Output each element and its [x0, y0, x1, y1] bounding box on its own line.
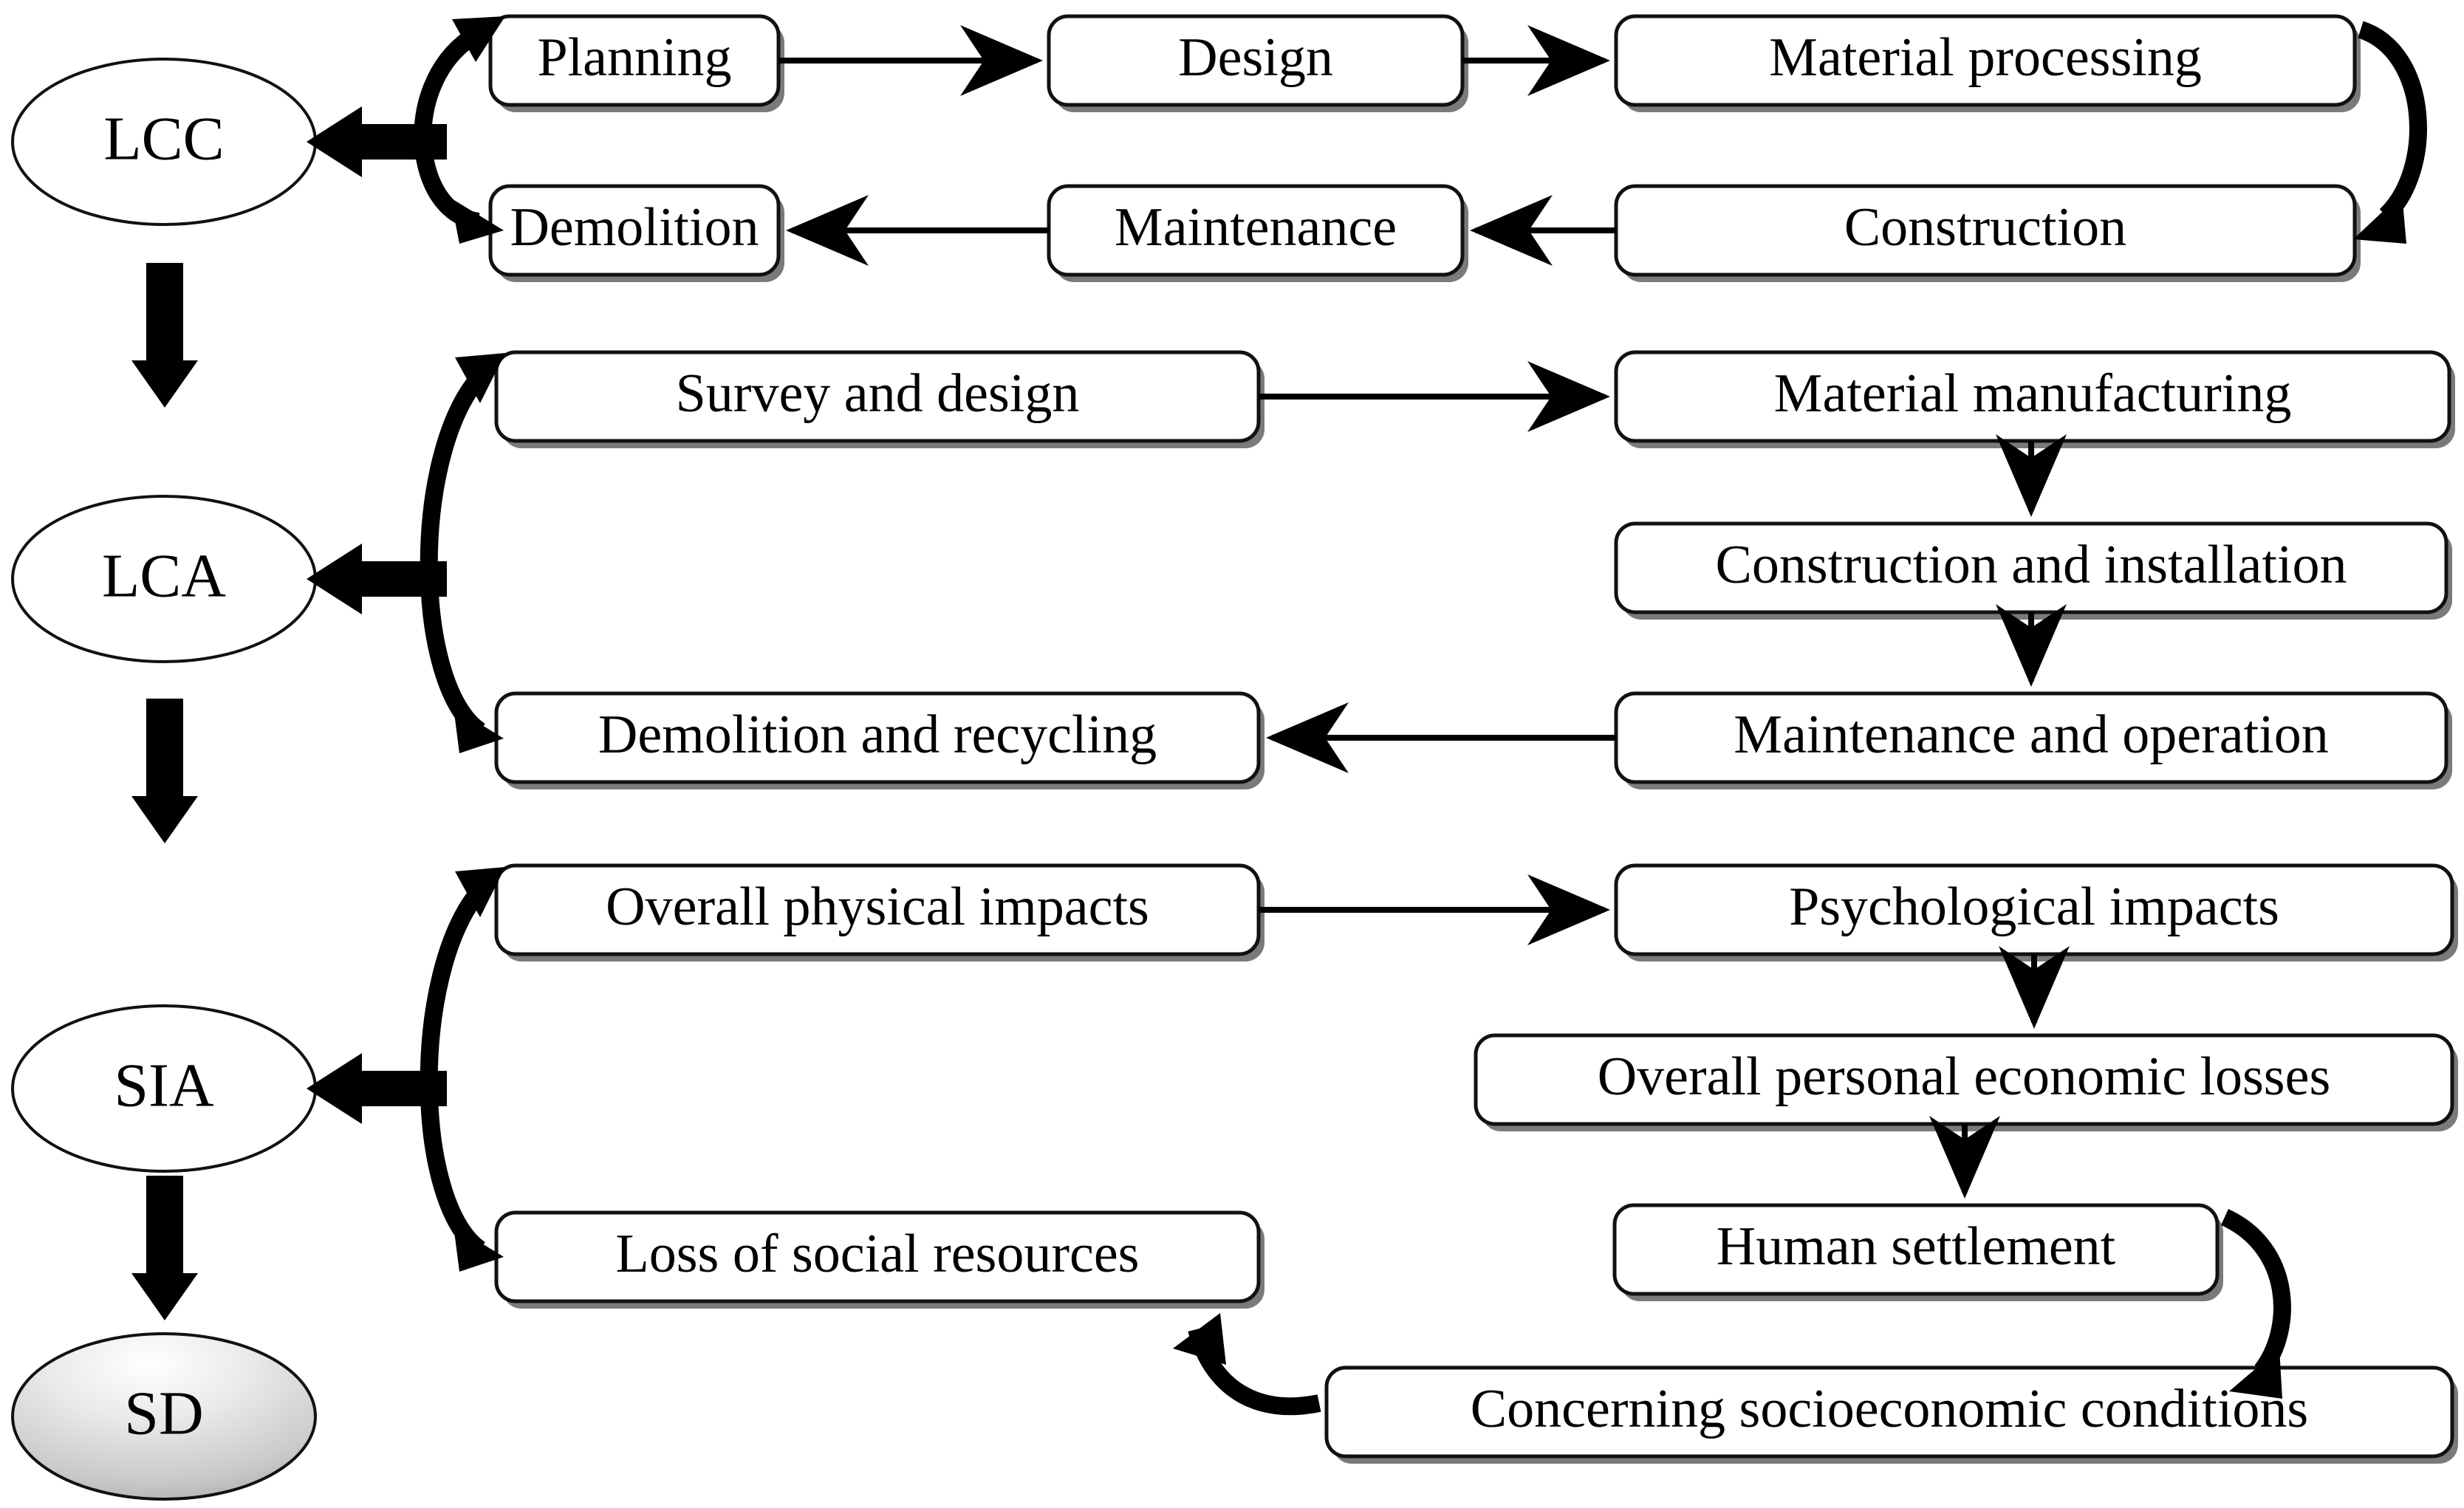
- arrow-material-processing-to-construction: [2353, 21, 2427, 244]
- construction-installation-label: Construction and installation: [1715, 535, 2347, 595]
- node-demolition[interactable]: Demolition: [488, 184, 784, 282]
- arrow-sia-to-sd: [131, 1176, 198, 1320]
- arrow-lca-to-sia: [131, 699, 198, 843]
- arrow-human-settlement-to-concerning: [2220, 1209, 2291, 1399]
- node-sd[interactable]: SD: [11, 1332, 317, 1501]
- human-settlement-label: Human settlement: [1717, 1216, 2116, 1277]
- node-material-processing[interactable]: Material processing: [1614, 14, 2361, 112]
- node-construction-and-installation[interactable]: Construction and installation: [1614, 521, 2452, 620]
- node-material-manufacturing[interactable]: Material manufacturing: [1614, 350, 2455, 448]
- planning-label: Planning: [537, 27, 731, 88]
- arrow-lcc-to-lca: [131, 263, 198, 408]
- node-demolition-and-recycling[interactable]: Demolition and recycling: [494, 691, 1264, 789]
- node-human-settlement[interactable]: Human settlement: [1612, 1203, 2223, 1301]
- node-maintenance-and-operation[interactable]: Maintenance and operation: [1614, 691, 2452, 789]
- arrow-loop-to-sia: [307, 1053, 447, 1124]
- maintenance-operation-label: Maintenance and operation: [1734, 705, 2328, 765]
- material-manufacturing-label: Material manufacturing: [1774, 363, 2292, 424]
- material-processing-box: [1614, 14, 2357, 107]
- arrow-sia-loop: [420, 867, 505, 1272]
- concerning-socioeconomic-box: [1324, 1365, 2454, 1459]
- demolition-recycling-label: Demolition and recycling: [598, 705, 1157, 765]
- sd-oval-label: SD: [124, 1379, 203, 1447]
- node-lca[interactable]: LCA: [11, 495, 317, 663]
- lcc-oval-label: LCC: [103, 104, 224, 173]
- overall-personal-economic-losses-label: Overall personal economic losses: [1598, 1046, 2331, 1107]
- loss-of-social-resources-label: Loss of social resources: [616, 1224, 1140, 1284]
- node-overall-physical-impacts[interactable]: Overall physical impacts: [494, 863, 1264, 962]
- node-sia[interactable]: SIA: [11, 1004, 317, 1173]
- node-planning[interactable]: Planning: [488, 14, 784, 112]
- sd-oval-shape: [11, 1332, 317, 1501]
- sia-oval-label: SIA: [114, 1051, 214, 1120]
- lca-oval-label: LCA: [102, 541, 226, 610]
- material-processing-label: Material processing: [1769, 27, 2202, 88]
- arrow-lca-loop: [420, 353, 505, 753]
- node-loss-of-social-resources[interactable]: Loss of social resources: [494, 1210, 1264, 1309]
- concerning-socioeconomic-label: Concerning socioeconomic conditions: [1471, 1379, 2308, 1439]
- survey-label: Survey and design: [676, 363, 1080, 424]
- construction-label: Construction: [1844, 197, 2126, 258]
- demolition-label: Demolition: [510, 197, 759, 258]
- design-label: Design: [1178, 27, 1333, 88]
- node-concerning-socioeconomic-conditions[interactable]: Concerning socioeconomic conditions: [1324, 1365, 2458, 1464]
- node-psychological-impacts[interactable]: Psychological impacts: [1614, 863, 2458, 962]
- node-design[interactable]: Design: [1047, 14, 1468, 112]
- psychological-impacts-label: Psychological impacts: [1789, 877, 2279, 937]
- overall-physical-impacts-label: Overall physical impacts: [606, 877, 1149, 937]
- arrow-loop-to-lca: [307, 544, 447, 614]
- arrow-loop-to-lcc: [307, 106, 447, 177]
- arrow-concerning-to-loss-of-social-resources: [1173, 1313, 1321, 1416]
- node-survey-and-design[interactable]: Survey and design: [494, 350, 1264, 448]
- node-overall-personal-economic-losses[interactable]: Overall personal economic losses: [1474, 1033, 2458, 1131]
- node-lcc[interactable]: LCC: [11, 58, 317, 226]
- node-construction[interactable]: Construction: [1614, 184, 2361, 282]
- node-maintenance[interactable]: Maintenance: [1047, 184, 1468, 282]
- human-settlement-box: [1612, 1203, 2220, 1296]
- maintenance-label: Maintenance: [1115, 197, 1397, 258]
